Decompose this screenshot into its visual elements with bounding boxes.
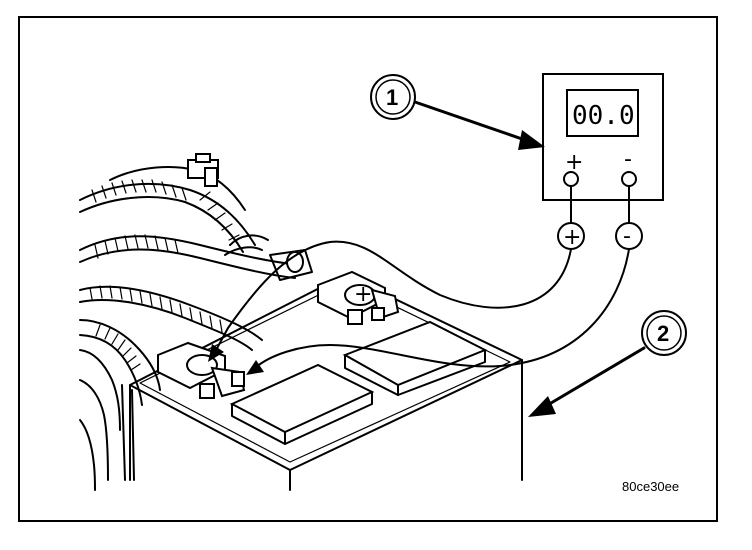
positive-terminal: + — [317, 270, 400, 325]
callout-2-label: 2 — [657, 321, 669, 346]
negative-terminal — [157, 341, 246, 399]
negative-lead-arrow — [246, 360, 264, 375]
positive-lead-arrow — [208, 344, 224, 362]
minus-probe-label: - — [623, 224, 631, 249]
vent-cap-front — [229, 363, 375, 445]
plus-probe-label: + — [563, 225, 581, 250]
callout-1-arrow — [518, 130, 545, 150]
figure-frame — [18, 16, 718, 522]
terminal-plus-mark: + — [354, 282, 372, 307]
meter-plus-label: + — [565, 150, 583, 175]
battery — [129, 274, 523, 491]
callout-1-label: 1 — [386, 85, 398, 110]
callout-2: 2 — [528, 310, 687, 417]
meter-minus-label: - — [624, 147, 632, 172]
test-leads: + - — [208, 185, 643, 375]
callout-1: 1 — [370, 74, 545, 150]
callout-2-arrow — [528, 396, 556, 417]
multimeter: 00.0 + - — [542, 73, 664, 201]
figure-code: 80ce30ee — [622, 479, 679, 494]
vent-cap-rear — [342, 320, 488, 396]
meter-display: 00.0 — [572, 101, 635, 131]
